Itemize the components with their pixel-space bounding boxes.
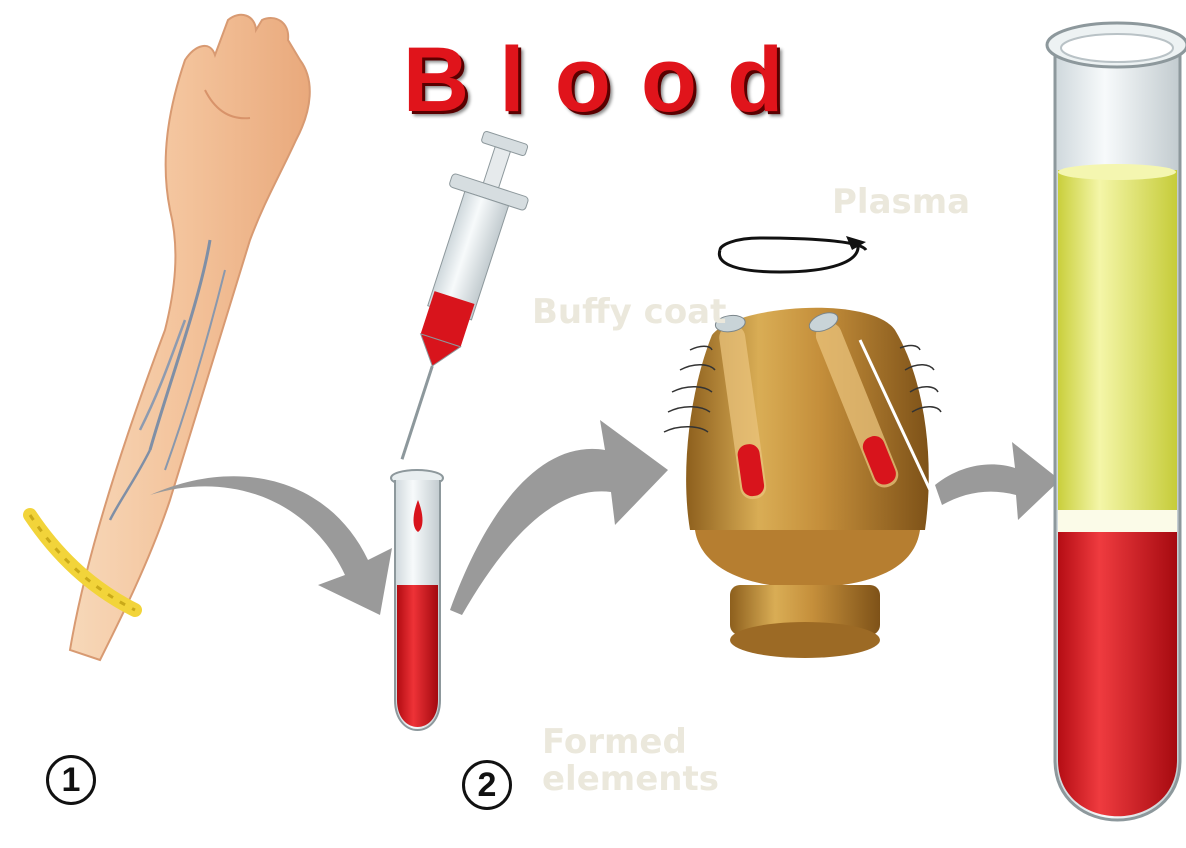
- step-2-number: 2: [462, 760, 512, 810]
- diagram-title: Blood: [0, 28, 1186, 133]
- arrow-centrifuge-to-big-tube: [935, 442, 1060, 520]
- buffy-coat-label: Buffy coat: [532, 294, 726, 331]
- arrow-arm-to-tube: [150, 476, 392, 615]
- step-1-number: 1: [46, 755, 96, 805]
- syringe-illustration: [364, 125, 545, 471]
- formed-elements-label: Formed elements: [542, 724, 742, 799]
- large-test-tube: [1047, 23, 1186, 820]
- plasma-label: Plasma: [832, 184, 970, 221]
- arrow-tube-to-centrifuge: [450, 420, 668, 615]
- small-test-tube: [391, 470, 443, 730]
